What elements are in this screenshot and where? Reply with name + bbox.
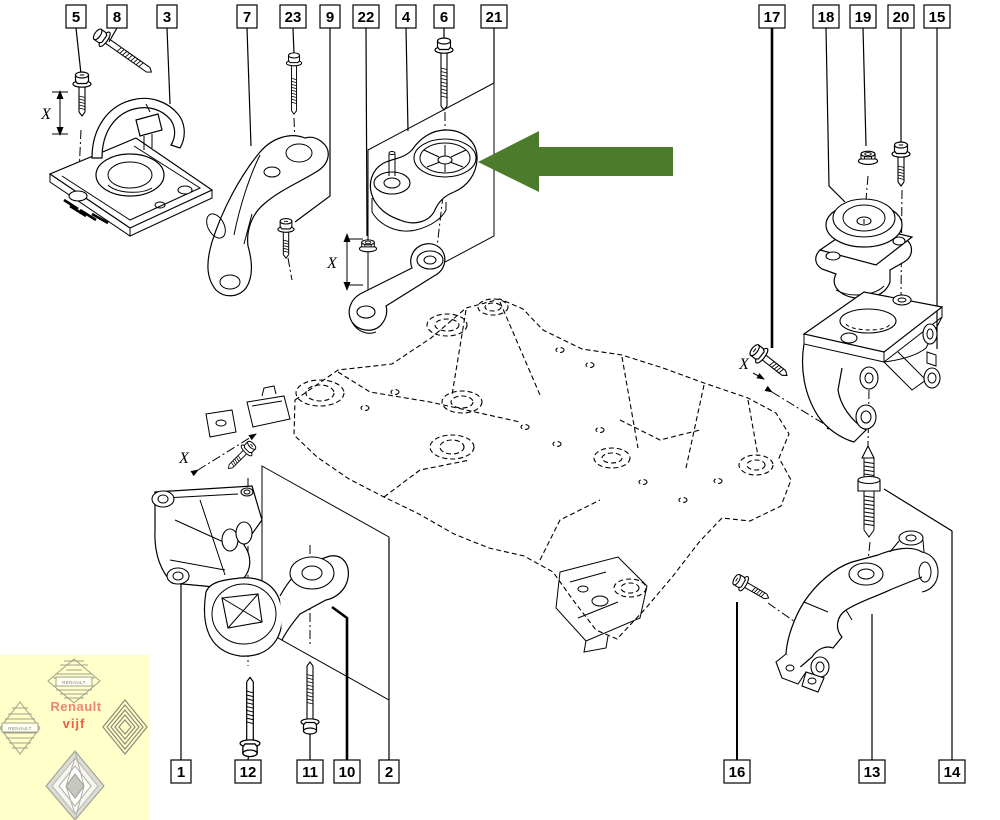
svg-text:10: 10 [339, 764, 356, 781]
callout-11[interactable]: 11 [296, 759, 324, 784]
part-bracket-lower-left [151, 485, 263, 589]
svg-text:9: 9 [326, 9, 334, 26]
bolt-5 [72, 71, 92, 117]
dim-x-4: X [738, 356, 750, 373]
svg-text:16: 16 [729, 764, 746, 781]
dimension-marker-left: X [40, 90, 68, 136]
part-torque-rod-upper [369, 129, 478, 232]
callout-17[interactable]: 17 [758, 4, 786, 29]
fasteners [72, 25, 911, 758]
part-link-arm [348, 243, 446, 334]
callout-13[interactable]: 13 [858, 759, 886, 784]
callout-20[interactable]: 20 [887, 4, 915, 29]
svg-text:11: 11 [302, 764, 318, 781]
callout-18[interactable]: 18 [812, 4, 840, 29]
svg-text:4: 4 [402, 9, 411, 26]
bolt-subframe [222, 438, 259, 475]
callout-4[interactable]: 4 [395, 4, 417, 29]
callout-5[interactable]: 5 [65, 4, 87, 29]
bolt-6 [434, 37, 454, 111]
renault-3d-diamond-icon [45, 750, 105, 820]
part-stud [857, 444, 881, 538]
dim-x-3: X [178, 450, 190, 467]
brand-watermark: RENAULT RENAULT Renault vijf [0, 655, 150, 820]
callout-15[interactable]: 15 [923, 4, 951, 29]
dim-x-1: X [40, 106, 52, 123]
watermark-subtitle: vijf [63, 716, 86, 731]
callout-6[interactable]: 6 [433, 4, 455, 29]
bolt-11 [300, 661, 320, 735]
part-bracket-right [801, 291, 944, 443]
part-bracket-gearbox [775, 530, 939, 693]
dimension-marker-right: X [738, 356, 765, 380]
callouts: 5 8 3 7 23 9 22 4 6 21 17 18 19 20 15 1 … [65, 4, 966, 784]
renault-vintage-diamond-top-icon [47, 658, 101, 704]
svg-text:21: 21 [486, 9, 503, 26]
bolt-17 [746, 340, 794, 384]
badge-top-label: RENAULT [62, 680, 85, 685]
svg-text:14: 14 [944, 764, 961, 781]
bolt-12 [239, 676, 261, 758]
svg-text:19: 19 [855, 9, 872, 26]
callout-14[interactable]: 14 [938, 759, 966, 784]
svg-text:17: 17 [764, 9, 781, 26]
svg-text:12: 12 [240, 764, 257, 781]
part-engine-mount-right [815, 198, 914, 299]
callout-22[interactable]: 22 [352, 4, 380, 29]
bolt-9 [277, 218, 295, 259]
callout-7[interactable]: 7 [236, 4, 258, 29]
callout-9[interactable]: 9 [319, 4, 341, 29]
callout-19[interactable]: 19 [849, 4, 877, 29]
svg-text:20: 20 [893, 9, 910, 26]
dimension-marker-center: X [178, 450, 190, 467]
svg-text:23: 23 [285, 9, 302, 26]
svg-text:2: 2 [385, 764, 393, 781]
badge-left-label: RENAULT [8, 726, 31, 731]
svg-text:8: 8 [113, 9, 121, 26]
bolt-23 [285, 52, 303, 115]
svg-text:5: 5 [72, 9, 80, 26]
part-torque-rod-lower [203, 555, 349, 657]
highlight-arrow [478, 131, 673, 192]
callout-3[interactable]: 3 [156, 4, 178, 29]
callout-21[interactable]: 21 [480, 4, 508, 29]
bolt-20 [891, 141, 911, 187]
callout-23[interactable]: 23 [279, 4, 307, 29]
renault-vintage-diamond-left-icon [0, 701, 41, 755]
svg-text:1: 1 [177, 764, 185, 781]
callout-10[interactable]: 10 [333, 759, 361, 784]
svg-text:13: 13 [864, 764, 881, 781]
renault-line-diamond-right-icon [102, 699, 148, 755]
part-engine-mount-left [48, 97, 214, 237]
callout-8[interactable]: 8 [106, 4, 128, 29]
nut-19 [857, 150, 879, 166]
bolt-16 [729, 570, 774, 606]
bolt-8 [89, 25, 157, 80]
dimension-marker-link: X [326, 233, 363, 291]
svg-text:3: 3 [163, 9, 171, 26]
dim-x-2: X [326, 255, 338, 272]
svg-text:15: 15 [929, 9, 946, 26]
svg-text:7: 7 [243, 9, 251, 26]
part-support-arm [206, 135, 329, 297]
svg-text:6: 6 [440, 9, 448, 26]
callout-12[interactable]: 12 [234, 759, 262, 784]
callout-2[interactable]: 2 [378, 759, 400, 784]
part-subframe [205, 298, 792, 653]
callout-16[interactable]: 16 [723, 759, 751, 784]
watermark-title: Renault [50, 699, 101, 714]
svg-text:22: 22 [358, 9, 375, 26]
svg-text:18: 18 [818, 9, 835, 26]
callout-1[interactable]: 1 [170, 759, 192, 784]
leader-lines [75, 27, 953, 761]
nut-22 [358, 239, 378, 253]
